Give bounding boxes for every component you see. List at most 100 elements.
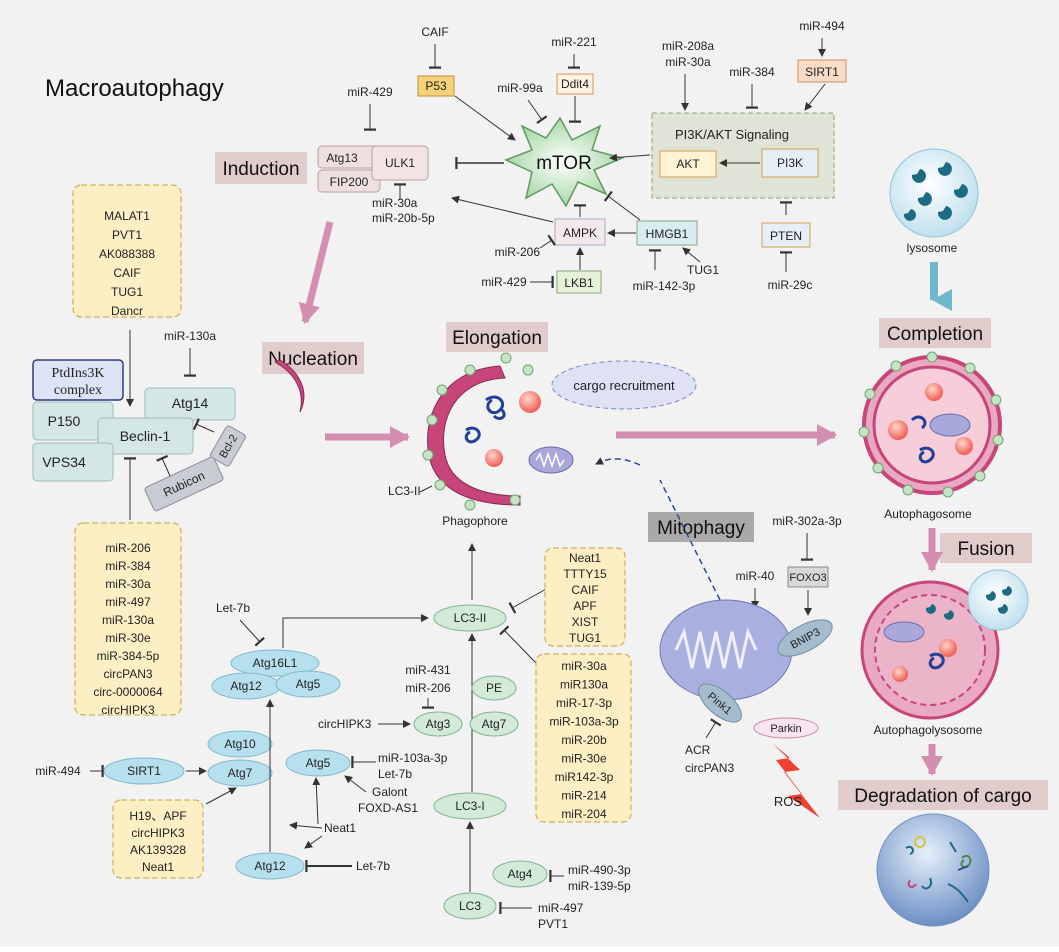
autophagosome-label: Autophagosome [884, 507, 972, 521]
lysosome-particles [903, 162, 968, 221]
atg4-node [492, 860, 548, 888]
mir206-ampk-label: miR-206 [495, 245, 541, 259]
atg4-node-label: Atg4 [508, 867, 533, 881]
list-item: miR-30a [561, 659, 607, 673]
mir221-label: miR-221 [551, 35, 597, 49]
list-item: Neat1 [569, 551, 601, 565]
mir20b5p-label: miR-20b-5p [372, 211, 435, 225]
list-item: Neat1 [142, 860, 174, 874]
cargo-ball [485, 449, 503, 467]
atg12b-label: Atg12 [254, 859, 286, 873]
akt-label: AKT [676, 157, 700, 171]
list-item: miR-214 [561, 789, 607, 803]
list-item: miR130a [560, 678, 608, 692]
list-item: H19、APF [129, 809, 186, 823]
pink1-node: Pink1 [698, 683, 742, 723]
cargo-ball [519, 391, 541, 413]
lc3i-node-label: LC3-I [455, 799, 484, 813]
hmgb1-box [636, 220, 698, 246]
atg3-node [413, 711, 463, 737]
autophagosome-lc3-dots [858, 351, 1004, 498]
pten-label: PTEN [770, 229, 802, 243]
pe-node-label: PE [486, 681, 502, 695]
mir103-label: miR-103a-3p [378, 751, 448, 765]
list-item: circHIPK3 [131, 826, 185, 840]
induction-label: Induction [222, 159, 299, 180]
mir40-label: miR-40 [736, 569, 775, 583]
list-item: AK088388 [99, 247, 155, 261]
lncrna-box-top [72, 184, 182, 318]
mir30a-top-label: miR-30a [665, 55, 711, 69]
cargo-recruitment-label: cargo recruitment [573, 378, 675, 393]
list-item: miR-384-5p [97, 649, 160, 663]
beclin1-label: Beclin-1 [120, 428, 171, 444]
lc3-dots [422, 352, 534, 511]
lkb1-label: LKB1 [564, 276, 594, 290]
isolation-membrane [273, 359, 305, 413]
list-item: miR-30e [105, 631, 151, 645]
fip200-label: FIP200 [330, 175, 369, 189]
p150-label: P150 [48, 413, 81, 429]
foxo3-label: FOXO3 [789, 572, 826, 584]
atg12a-label: Atg12 [230, 679, 262, 693]
completion-label: Completion [887, 324, 983, 345]
atg12b-node [235, 852, 305, 880]
cargo-protein [464, 426, 481, 444]
rubicon-box: Rubicon [144, 456, 224, 512]
mirna-box-lc3 [535, 653, 632, 823]
list-item: miR-206 [105, 541, 151, 555]
sirt1-top-label: SIRT1 [805, 65, 839, 79]
mtor-star [504, 116, 625, 208]
list-item: circ-0000064 [93, 685, 163, 699]
list-item: circHIPK3 [101, 703, 155, 717]
cargo-protein [485, 395, 506, 420]
foxd-as1-label: FOXD-AS1 [358, 801, 418, 815]
fip200-box [317, 169, 381, 193]
atg7-node [207, 759, 273, 787]
mir139-label: miR-139-5p [568, 879, 631, 893]
atg10-node [207, 730, 273, 758]
ulk1-label: ULK1 [385, 156, 415, 170]
nucleation-label-box [262, 342, 364, 374]
mir497-bottom-label: miR-497 [538, 901, 584, 915]
mir208a-label: miR-208a [662, 39, 714, 53]
vps34-label: VPS34 [42, 454, 86, 470]
let7b-top-label: Let-7b [216, 601, 250, 615]
induction-label-box [215, 152, 307, 184]
mir142-label: miR-142-3p [633, 279, 696, 293]
lysosome-label: lysosome [907, 241, 958, 255]
fusion-label-box [940, 533, 1032, 563]
lc3-node [443, 892, 497, 920]
ddit4-box [556, 73, 594, 95]
lncrna-box-bottom [112, 799, 204, 879]
diagram-title: Macroautophagy [45, 75, 224, 102]
mitophagy-label: Mitophagy [657, 518, 745, 539]
ptdins3k-label-2: complex [54, 383, 102, 398]
pi3k-label: PI3K [777, 156, 803, 170]
atg16l1-node [230, 649, 320, 677]
ptdins3k-box [32, 359, 124, 401]
let7b-bottom-label: Let-7b [356, 859, 390, 873]
caif-label: CAIF [421, 25, 448, 39]
list-item: miR-103a-3p [549, 715, 619, 729]
degradation-label: Degradation of cargo [854, 786, 1031, 807]
circhipk3-atg3-label: circHIPK3 [318, 717, 372, 731]
ros-label: ROS [774, 794, 803, 809]
lncrna-box-lc3 [544, 547, 626, 647]
cargo-recruitment-ellipse [551, 360, 697, 410]
ulk1-box [371, 145, 429, 181]
list-item: miR-30e [561, 752, 607, 766]
galont-label: Galont [372, 785, 408, 799]
atg7b-node [469, 711, 519, 737]
ros-bolt [772, 743, 820, 818]
tug1-label: TUG1 [687, 263, 719, 277]
mir494-bottom-label: miR-494 [35, 764, 81, 778]
pten-box [761, 222, 811, 248]
list-item: CAIF [571, 583, 598, 597]
